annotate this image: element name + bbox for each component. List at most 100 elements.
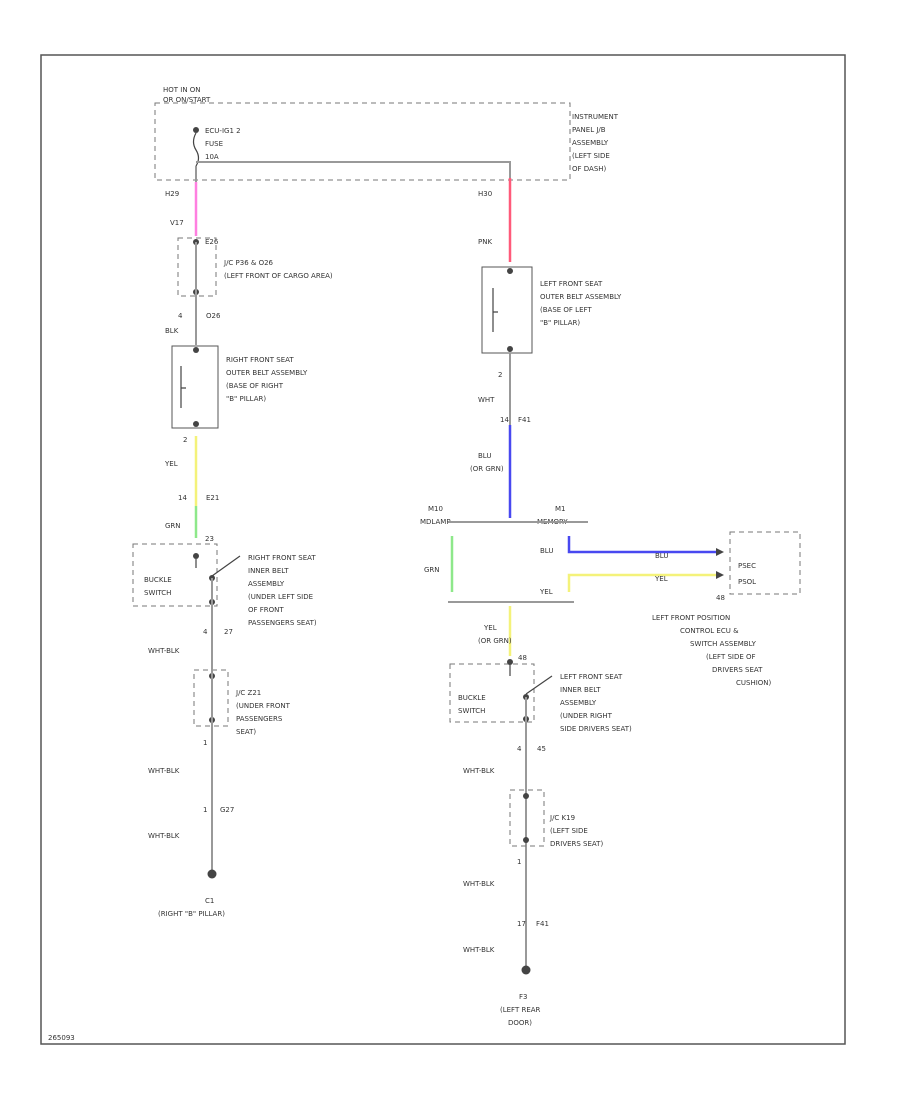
- left-pin-b: 23: [205, 535, 214, 543]
- left-jc-conn: E26: [205, 238, 219, 246]
- right-blu-3: BLU: [540, 547, 553, 555]
- right-wb-1: WHT-BLK: [463, 767, 495, 775]
- right-inner-l1: LEFT FRONT SEAT: [560, 673, 623, 681]
- ecu-l2: CONTROL ECU &: [680, 627, 739, 635]
- left-jc2-l1: J/C Z21: [235, 689, 261, 697]
- right-buckle-box: [449, 663, 535, 723]
- right-outer-l3: (BASE OF LEFT: [540, 306, 592, 314]
- ij-label-3: ASSEMBLY: [572, 139, 609, 147]
- hot-label: HOT IN ON: [163, 86, 201, 94]
- hot-label-2: OR ON/START: [163, 96, 211, 104]
- left-ground-icon: [207, 869, 217, 879]
- right-pin-2: 2: [498, 371, 502, 379]
- left-wb-2: WHT-BLK: [148, 767, 180, 775]
- left-wb-1: WHT-BLK: [148, 647, 180, 655]
- left-pin-4b: 4: [203, 628, 208, 636]
- left-inner-l5: OF FRONT: [248, 606, 284, 614]
- left-pin-1b: 1: [203, 806, 207, 814]
- ecu-arrow-yellow-icon: [716, 571, 724, 579]
- ecu-arrow-blue-icon: [716, 548, 724, 556]
- right-pins-right: M1: [555, 505, 566, 513]
- diagram-frame: [40, 54, 846, 1045]
- ij-label-1: INSTRUMENT: [572, 113, 619, 121]
- left-inner-l6: PASSENGERS SEAT): [248, 619, 317, 627]
- left-pin-1: 1: [203, 739, 207, 747]
- right-jc-l3: DRIVERS SEAT): [550, 840, 603, 848]
- left-switch-label: SWITCH: [144, 589, 171, 597]
- left-jc2-l3: PASSENGERS: [236, 715, 283, 723]
- right-sw-label: MDLAMP: [420, 518, 451, 526]
- right-pin-17: 17: [517, 920, 526, 928]
- ij-label-4: (LEFT SIDE: [572, 152, 610, 160]
- fuse-name: ECU-IG1 2: [205, 127, 241, 135]
- right-yel-4: (OR GRN): [478, 637, 512, 645]
- wire-bus: [196, 161, 511, 178]
- left-inner-l3: ASSEMBLY: [248, 580, 285, 588]
- right-pin-b: 48: [518, 654, 527, 662]
- left-wb-3: WHT-BLK: [148, 832, 180, 840]
- right-grn: GRN: [424, 566, 440, 574]
- wire-right-blue-ecu: [567, 536, 716, 554]
- right-yel-2: YEL: [654, 575, 668, 583]
- left-pin-4: 4: [178, 312, 183, 320]
- left-jc-l1: J/C P36 & O26: [223, 259, 274, 267]
- right-buckle-label: BUCKLE: [458, 694, 486, 702]
- left-outer-l2: OUTER BELT ASSEMBLY: [226, 369, 308, 377]
- left-buckle-label: BUCKLE: [144, 576, 172, 584]
- left-jc2-l4: SEAT): [236, 728, 256, 736]
- left-ground-label: C1: [205, 897, 214, 905]
- left-jc-box: [177, 237, 217, 297]
- ecu-pin-b: PSOL: [738, 578, 756, 586]
- left-conn-h: H29: [165, 190, 179, 198]
- right-outer-node-bottom: [507, 346, 513, 352]
- left-ground-loc: (RIGHT "B" PILLAR): [158, 910, 225, 918]
- right-ground-loc-2: DOOR): [508, 1019, 532, 1027]
- ecu-pin-a: PSEC: [738, 562, 756, 570]
- right-blu-4: BLU: [655, 552, 668, 560]
- right-outer-l2: OUTER BELT ASSEMBLY: [540, 293, 622, 301]
- ecu-l3: SWITCH ASSEMBLY: [690, 640, 757, 648]
- left-conn-e2: E21: [206, 494, 219, 502]
- left-pin-27: 27: [224, 628, 233, 636]
- ij-label-2: PANEL J/B: [572, 126, 606, 134]
- left-outer-l3: (BASE OF RIGHT: [226, 382, 284, 390]
- right-jc-l1: J/C K19: [549, 814, 575, 822]
- left-inner-l1: RIGHT FRONT SEAT: [248, 554, 316, 562]
- right-pnk: PNK: [478, 238, 492, 246]
- right-pin-48: 48: [716, 594, 725, 602]
- right-inner-l5: SIDE DRIVERS SEAT): [560, 725, 632, 733]
- right-inner-l3: ASSEMBLY: [560, 699, 597, 707]
- left-conn-o: O26: [206, 312, 221, 320]
- right-pin-1: 1: [517, 858, 521, 866]
- left-buckle-node-top: [193, 553, 199, 559]
- ecu-l1: LEFT FRONT POSITION: [652, 614, 730, 622]
- fuse-terminal-top: [193, 127, 199, 133]
- right-outer-node-top: [507, 268, 513, 274]
- ij-label-5: OF DASH): [572, 165, 607, 173]
- ecu-l4: (LEFT SIDE OF: [706, 653, 756, 661]
- left-outer-node-bottom: [193, 421, 199, 427]
- right-outer-l1: LEFT FRONT SEAT: [540, 280, 603, 288]
- left-conn-e: 14: [178, 494, 187, 502]
- right-outer-l4: "B" PILLAR): [540, 319, 580, 327]
- left-outer-switch-icon: [180, 366, 186, 408]
- right-inner-l4: (UNDER RIGHT: [560, 712, 613, 720]
- left-conn-v: V17: [170, 219, 184, 227]
- right-blu: BLU: [478, 452, 491, 460]
- left-outer-l4: "B" PILLAR): [226, 395, 266, 403]
- fuse-amp: 10A: [205, 153, 219, 161]
- left-jc2-l2: (UNDER FRONT: [236, 702, 291, 710]
- right-wb-3: WHT-BLK: [463, 946, 495, 954]
- right-blu-2: (OR GRN): [470, 465, 504, 473]
- right-pin-14: 14: [500, 416, 509, 424]
- left-outer-belt-box: [171, 345, 219, 429]
- right-ground-loc-1: (LEFT REAR: [500, 1006, 541, 1014]
- right-conn-f41: F41: [536, 920, 549, 928]
- left-jc-l2: (LEFT FRONT OF CARGO AREA): [224, 272, 333, 280]
- right-pin-45: 45: [537, 745, 546, 753]
- right-outer-switch-icon: [492, 288, 498, 332]
- right-jc-node-bottom: [523, 837, 529, 843]
- left-buckle-box: [132, 543, 218, 607]
